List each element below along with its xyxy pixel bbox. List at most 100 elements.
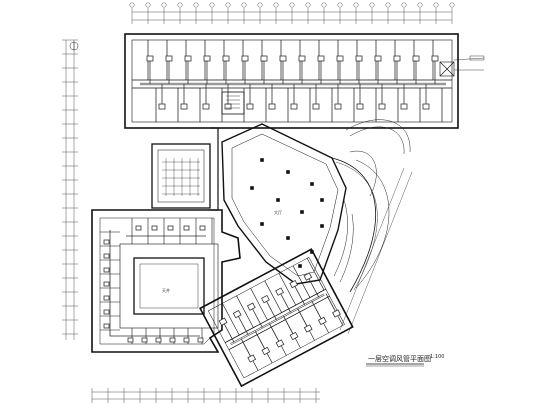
drawing-title: 一层空调风管平面图	[368, 355, 431, 363]
air-diffuser	[261, 294, 270, 304]
branch-duct	[251, 307, 263, 328]
grid-bubble	[209, 2, 215, 8]
air-diffuser	[356, 103, 364, 110]
grid-bubble	[129, 2, 135, 8]
entrance-canopy	[333, 119, 411, 289]
air-diffuser	[103, 281, 110, 287]
left-grid-axis-ticks	[62, 39, 78, 335]
branch-duct	[240, 338, 251, 357]
structural-column	[260, 222, 264, 226]
branch-duct	[325, 293, 336, 312]
air-diffuser	[183, 225, 190, 231]
air-diffuser	[334, 103, 342, 110]
air-diffuser	[103, 239, 110, 245]
structural-column	[250, 186, 254, 190]
hall-label: 大厅	[274, 209, 282, 215]
air-diffuser	[332, 309, 341, 318]
air-diffuser	[261, 346, 271, 356]
air-diffuser	[378, 103, 386, 110]
air-diffuser	[203, 55, 211, 62]
structural-column	[310, 182, 314, 186]
air-diffuser	[275, 287, 284, 296]
grid-bubble	[337, 2, 343, 8]
branch-duct	[265, 300, 277, 321]
air-diffuser	[312, 103, 320, 110]
room-partition	[236, 295, 254, 328]
air-diffuser	[268, 103, 276, 110]
air-diffuser	[103, 253, 110, 259]
room-partition	[264, 280, 282, 313]
structural-column	[286, 170, 290, 174]
bottom-dimension-line	[92, 391, 320, 400]
grid-bubble	[321, 2, 327, 8]
drawing-scale: 1:100	[430, 354, 445, 360]
air-diffuser	[290, 103, 298, 110]
grid-bubble	[401, 2, 407, 8]
bottom-grid-axis-ticks	[91, 388, 317, 403]
air-diffuser	[202, 103, 210, 110]
air-diffuser	[103, 323, 110, 329]
air-diffuser	[336, 55, 344, 62]
left-dimension-line	[65, 40, 75, 340]
main-duct	[109, 230, 200, 337]
air-diffuser	[241, 55, 249, 62]
air-diffuser	[431, 55, 439, 62]
air-diffuser	[222, 55, 230, 62]
air-diffuser	[232, 309, 242, 319]
grid-bubble	[385, 2, 391, 8]
grid-bubble	[161, 2, 167, 8]
south-east-wing	[199, 248, 354, 388]
grid-bubble	[289, 2, 295, 8]
branch-duct	[223, 322, 235, 343]
air-diffuser	[151, 225, 158, 231]
grid-bubble	[433, 2, 439, 8]
room-partition	[278, 273, 297, 306]
central-hall	[221, 123, 378, 293]
air-diffuser	[422, 103, 430, 110]
air-diffuser	[158, 103, 166, 110]
air-diffuser	[135, 225, 142, 231]
grid-bubble	[305, 2, 311, 8]
grid-bubble	[353, 2, 359, 8]
air-diffuser	[199, 225, 206, 231]
north-east-equipment	[439, 55, 485, 77]
air-diffuser	[127, 337, 134, 343]
air-diffuser	[247, 354, 257, 363]
north-arrow-icon	[69, 41, 79, 51]
structural-column	[320, 224, 324, 228]
grid-bubble	[257, 2, 263, 8]
structural-column	[320, 198, 324, 202]
air-diffuser	[279, 55, 287, 62]
structural-column	[276, 198, 280, 202]
air-diffuser	[184, 55, 192, 62]
grid-bubble	[193, 2, 199, 8]
air-diffuser	[400, 103, 408, 110]
air-diffuser	[103, 295, 110, 301]
air-diffuser	[180, 103, 188, 110]
stair-core	[210, 91, 245, 211]
structural-column	[298, 264, 302, 268]
grid-bubble	[145, 2, 151, 8]
room-partition	[306, 258, 325, 291]
air-diffuser	[218, 317, 228, 326]
room-partition	[250, 288, 268, 321]
air-diffuser	[246, 302, 256, 311]
room-partition	[292, 265, 311, 298]
air-diffuser	[103, 267, 110, 273]
machine-room	[151, 143, 211, 209]
air-diffuser	[303, 272, 313, 281]
air-diffuser	[141, 337, 148, 343]
air-diffuser	[155, 337, 162, 343]
room-partition	[222, 303, 240, 336]
courtyard-label: 天井	[162, 287, 170, 293]
air-diffuser	[317, 55, 325, 62]
air-diffuser	[183, 337, 190, 343]
top-grid-axis-ticks	[129, 2, 455, 24]
air-diffuser	[169, 337, 176, 343]
air-diffuser	[197, 337, 204, 343]
air-diffuser	[275, 339, 285, 348]
branch-duct	[254, 330, 266, 349]
air-diffuser	[393, 55, 401, 62]
structural-column	[260, 158, 264, 162]
structural-column	[286, 236, 290, 240]
